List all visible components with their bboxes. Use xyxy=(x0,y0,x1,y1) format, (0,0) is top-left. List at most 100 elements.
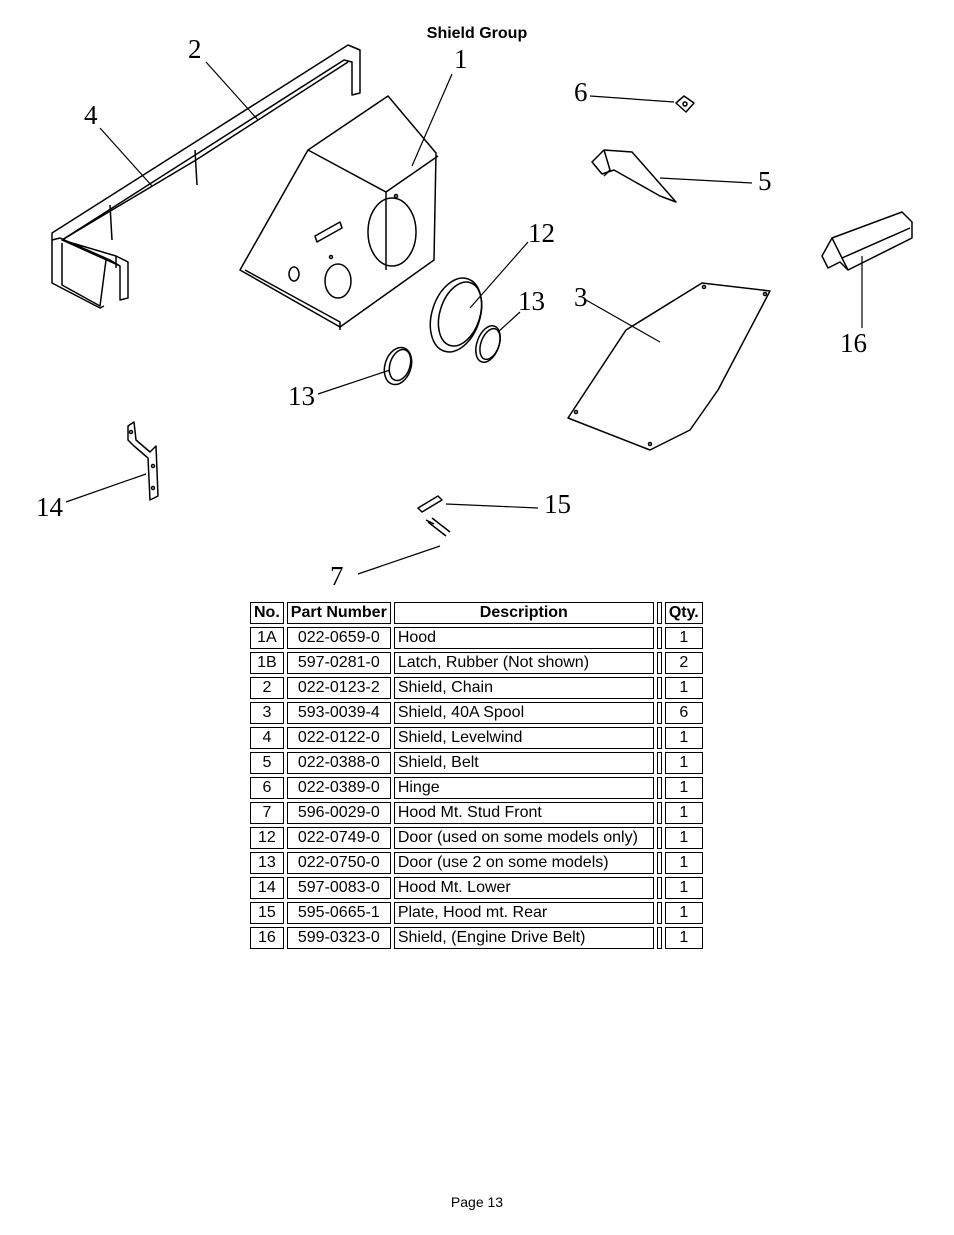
part-door-small-upper xyxy=(475,325,501,363)
leader-lines xyxy=(65,61,863,575)
cell-description: Shield, Chain xyxy=(393,677,654,699)
header-part-number: Part Number xyxy=(286,602,391,624)
callout-6: 6 xyxy=(574,77,588,107)
callout-12: 12 xyxy=(528,218,555,248)
cell-spacer xyxy=(656,702,662,724)
cell-no: 13 xyxy=(250,852,284,874)
cell-part-number: 597-0281-0 xyxy=(286,652,391,674)
header-no: No. xyxy=(250,602,284,624)
cell-qty: 1 xyxy=(664,802,703,824)
cell-description: Shield, Belt xyxy=(393,752,654,774)
callout-1: 1 xyxy=(454,44,468,74)
header-qty: Qty. xyxy=(664,602,703,624)
cell-spacer xyxy=(656,852,662,874)
cell-no: 5 xyxy=(250,752,284,774)
exploded-parts-diagram: 1 2 3 4 5 6 7 12 13 13 14 15 16 xyxy=(36,34,913,591)
cell-qty: 1 xyxy=(664,727,703,749)
cell-qty: 1 xyxy=(664,777,703,799)
cell-description: Hood Mt. Lower xyxy=(393,877,654,899)
cell-qty: 1 xyxy=(664,752,703,774)
cell-description: Plate, Hood mt. Rear xyxy=(393,902,654,924)
callout-16: 16 xyxy=(840,328,867,358)
cell-qty: 1 xyxy=(664,677,703,699)
cell-part-number: 022-0122-0 xyxy=(286,727,391,749)
part-hood-mount-stud xyxy=(425,517,451,537)
part-hood-mount-lower xyxy=(127,421,159,501)
cell-description: Hinge xyxy=(393,777,654,799)
cell-qty: 1 xyxy=(664,627,703,649)
cell-qty: 6 xyxy=(664,702,703,724)
callout-4: 4 xyxy=(84,100,98,130)
cell-description: Shield, (Engine Drive Belt) xyxy=(393,927,654,949)
part-belt-shield xyxy=(591,149,677,203)
callout-15: 15 xyxy=(544,489,571,519)
cell-no: 16 xyxy=(250,927,284,949)
cell-no: 12 xyxy=(250,827,284,849)
cell-part-number: 022-0749-0 xyxy=(286,827,391,849)
page-title: Shield Group xyxy=(426,25,528,42)
page-number: Page 13 xyxy=(450,1194,504,1210)
cell-no: 4 xyxy=(250,727,284,749)
cell-description: Hood xyxy=(393,627,654,649)
part-spool-shield xyxy=(567,282,771,451)
cell-part-number: 596-0029-0 xyxy=(286,802,391,824)
callout-13-lower: 13 xyxy=(288,381,315,411)
cell-no: 1B xyxy=(250,652,284,674)
cell-no: 6 xyxy=(250,777,284,799)
cell-no: 14 xyxy=(250,877,284,899)
cell-description: Hood Mt. Stud Front xyxy=(393,802,654,824)
cell-part-number: 595-0665-1 xyxy=(286,902,391,924)
cell-part-number: 022-0123-2 xyxy=(286,677,391,699)
cell-part-number: 022-0388-0 xyxy=(286,752,391,774)
cell-qty: 1 xyxy=(664,852,703,874)
part-door-large xyxy=(429,277,483,353)
cell-part-number: 022-0750-0 xyxy=(286,852,391,874)
callout-7: 7 xyxy=(330,561,344,591)
callout-14: 14 xyxy=(36,492,64,522)
cell-spacer xyxy=(656,752,662,774)
cell-qty: 1 xyxy=(664,927,703,949)
cell-no: 3 xyxy=(250,702,284,724)
cell-part-number: 022-0659-0 xyxy=(286,627,391,649)
part-hood xyxy=(239,95,439,330)
cell-spacer xyxy=(656,727,662,749)
header-spacer-cell xyxy=(656,602,662,624)
cell-spacer xyxy=(656,652,662,674)
cell-spacer xyxy=(656,802,662,824)
cell-spacer xyxy=(656,927,662,949)
part-door-small-lower xyxy=(383,346,413,386)
header-description: Description xyxy=(393,602,654,624)
cell-part-number: 597-0083-0 xyxy=(286,877,391,899)
cell-spacer xyxy=(656,777,662,799)
cell-spacer xyxy=(656,627,662,649)
part-chain-levelwind-shield xyxy=(51,44,361,309)
table-header-row: No. Part Number Description Qty. xyxy=(250,602,703,624)
cell-spacer xyxy=(656,877,662,899)
callout-13-upper: 13 xyxy=(518,286,545,316)
cell-no: 7 xyxy=(250,802,284,824)
cell-part-number: 599-0323-0 xyxy=(286,927,391,949)
cell-description: Shield, Levelwind xyxy=(393,727,654,749)
cell-spacer xyxy=(656,827,662,849)
part-hinge xyxy=(675,95,695,113)
callout-3: 3 xyxy=(574,282,588,312)
cell-description: Latch, Rubber (Not shown) xyxy=(393,652,654,674)
callout-labels: 1 2 3 4 5 6 7 12 13 13 14 15 16 xyxy=(36,34,867,591)
cell-qty: 2 xyxy=(664,652,703,674)
callout-2: 2 xyxy=(188,34,202,64)
cell-no: 1A xyxy=(250,627,284,649)
